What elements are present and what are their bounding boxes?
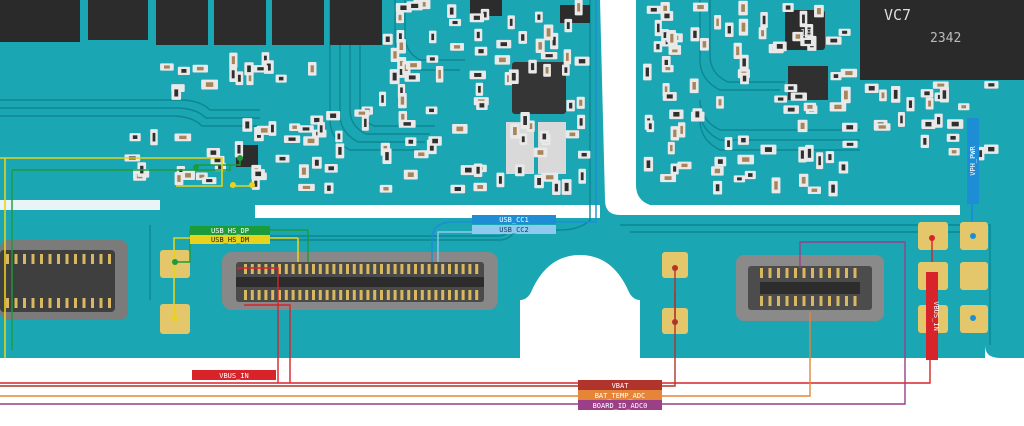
label-vbus-bottom: VBUS_IN [192,370,276,380]
chip-marking: VC7 [884,6,911,24]
svg-text:USB_HS_DP: USB_HS_DP [211,227,249,235]
svg-text:USB_CC1: USB_CC1 [499,216,529,224]
label-vbus-vertical: VBUS_IN [926,272,940,360]
net-cc [431,0,597,262]
label-cc1: USB_CC1 [472,215,556,224]
net-usb-dm [0,157,299,358]
svg-text:VBAT: VBAT [612,382,630,390]
net-temp [0,312,811,397]
label-vph: VPH_PWR [967,118,979,204]
svg-text:BAT_TEMP_ADC: BAT_TEMP_ADC [595,392,646,400]
svg-text:VPH_PWR: VPH_PWR [969,145,977,175]
label-usb-dp: USB_HS_DP [190,226,270,235]
label-usb-dm: USB_HS_DM [190,235,270,244]
net-vbat [0,268,676,387]
top-components [0,0,1024,174]
ic-marking: 18 [800,28,812,39]
svg-text:USB_HS_DM: USB_HS_DM [211,236,249,244]
smd-components [124,0,999,197]
svg-text:VBUS_IN: VBUS_IN [932,301,940,331]
label-cc2: USB_CC2 [472,225,556,234]
battery-connector [736,255,884,321]
label-board-id: BOARD_ID_ADC0 [578,400,662,410]
svg-text:USB_CC2: USB_CC2 [499,226,529,234]
board-cutout [600,0,960,215]
label-vbat: VBAT [578,380,662,390]
left-board-connector [0,240,128,320]
label-bat-temp: BAT_TEMP_ADC [578,390,662,400]
usb-b2b-connector [222,252,498,310]
svg-text:BOARD_ID_ADC0: BOARD_ID_ADC0 [593,402,648,410]
svg-text:VBUS_IN: VBUS_IN [219,372,249,380]
chip-marking-2: 2342 [930,31,961,46]
